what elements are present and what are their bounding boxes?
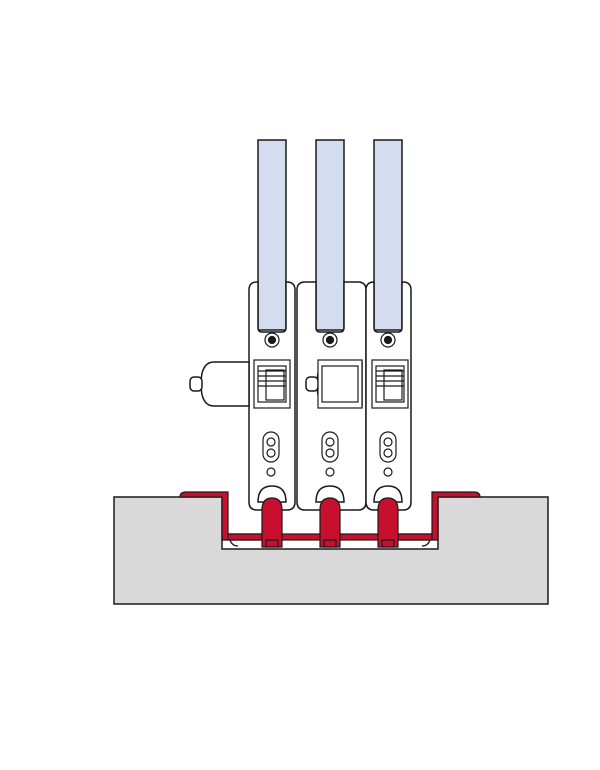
roller-housing (315, 485, 345, 503)
rollers (257, 485, 403, 503)
glass-panel (315, 139, 345, 331)
track-rail (261, 497, 283, 548)
latch-insert (257, 365, 287, 403)
glass-panels (257, 139, 403, 331)
latch-insert (375, 365, 405, 403)
adjust-hole (266, 467, 276, 477)
roller-housing (257, 485, 287, 503)
latches (253, 359, 409, 409)
track-rail (377, 497, 399, 548)
adjusters (262, 431, 397, 477)
glass-panel (373, 139, 403, 331)
track-clips (229, 539, 431, 547)
screw-slot (325, 335, 335, 345)
latch-insert (321, 365, 359, 403)
door-handle-stem (189, 376, 203, 392)
screw-slot (383, 335, 393, 345)
adjust-hole (325, 467, 335, 477)
track-profile (179, 491, 481, 548)
door-handle-knob (200, 361, 250, 407)
screws (264, 332, 396, 348)
track-foot (265, 539, 279, 548)
adjust-hole (383, 467, 393, 477)
screw-slot (267, 335, 277, 345)
track-foot (323, 539, 337, 548)
door-handle-stem (305, 376, 319, 392)
glass-panel (257, 139, 287, 331)
roller-housing (373, 485, 403, 503)
track-foot (381, 539, 395, 548)
track-rail (319, 497, 341, 548)
